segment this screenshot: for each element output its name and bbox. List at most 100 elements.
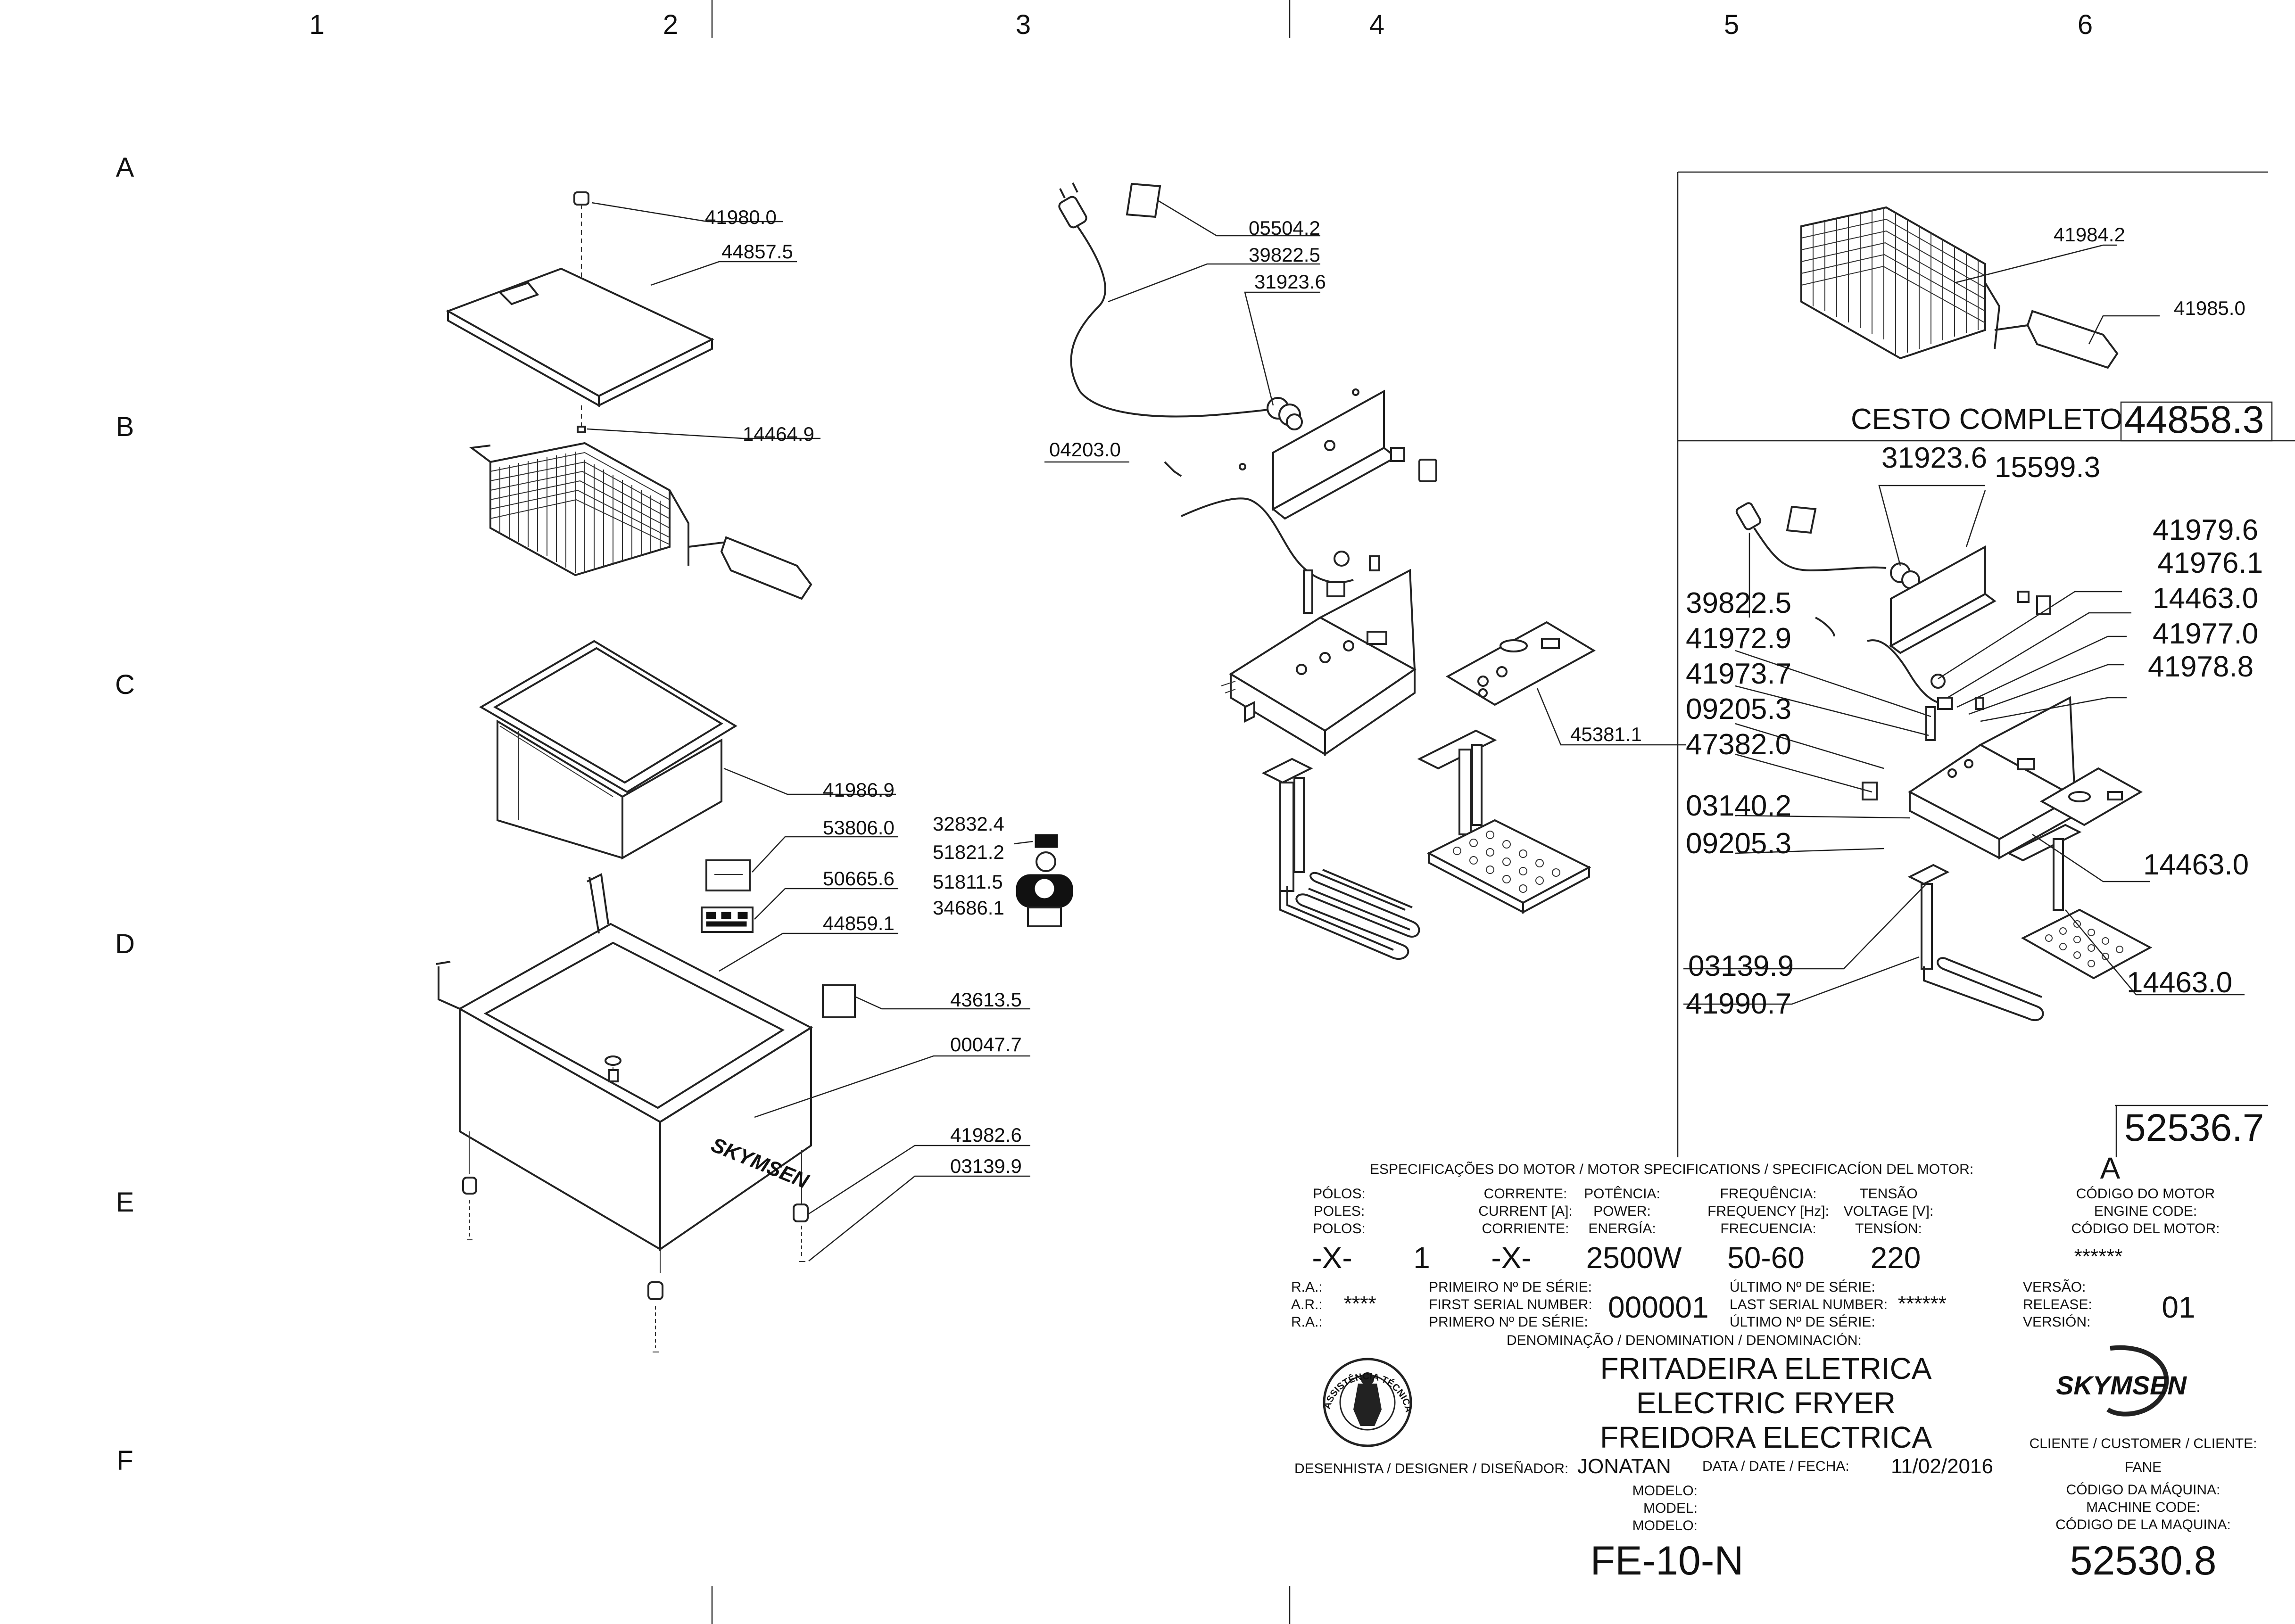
wire-short-drawing	[1164, 461, 1182, 477]
power-value: 2500W	[1586, 1241, 1682, 1275]
part-number-51811-5: 51811.5	[933, 871, 1003, 893]
model-label-pt: MODELO:	[1632, 1483, 1698, 1499]
denomination-label: DENOMINAÇÃO / DENOMINATION / DENOMINACIÓ…	[1507, 1332, 1862, 1348]
perforated-plate-drawing	[1426, 819, 1591, 914]
current-label-pt: CORRENTE:	[1484, 1186, 1567, 1202]
part-number-14464-9: 14464.9	[743, 423, 814, 445]
version-value: 01	[2162, 1290, 2195, 1324]
grid-col-2: 2	[663, 9, 678, 40]
drawing-code: 52536.7	[2124, 1106, 2264, 1149]
front-panel-drawing	[1445, 621, 1596, 706]
current-value: 1	[1413, 1241, 1430, 1275]
last-serial-label-pt: ÚLTIMO Nº DE SÉRIE:	[1730, 1279, 1875, 1295]
grid-col-5: 5	[1724, 9, 1739, 40]
fryer-cabinet-drawing: SKYMSEN	[436, 873, 813, 1352]
assembly-part-15599-3: 15599.3	[1995, 451, 2100, 484]
lid-drawing	[446, 267, 714, 433]
machine-code-label-en: MACHINE CODE:	[2086, 1500, 2200, 1515]
customer-label: CLIENTE / CUSTOMER / CLIENTE:	[2030, 1436, 2257, 1451]
power-cord-drawing	[1058, 182, 1274, 418]
part-number-44859-1: 44859.1	[823, 912, 895, 934]
part-number-32832-4: 32832.4	[933, 813, 1004, 835]
brand-logo: SKYMSEN	[2056, 1345, 2187, 1417]
machine-code-value: 52530.8	[2070, 1538, 2217, 1583]
middle-exploded-view: 05504.2 39822.5 31923.6 04203.0 45381.1 …	[933, 182, 1686, 960]
engine-code-label-es: CÓDIGO DEL MOTOR:	[2071, 1221, 2220, 1237]
poles-value: -X-	[1312, 1241, 1352, 1275]
first-serial-label-en: FIRST SERIAL NUMBER:	[1429, 1297, 1592, 1312]
basket-complete-caption: CESTO COMPLETO	[1851, 403, 2123, 436]
voltage-label-pt: TENSÃO	[1859, 1186, 1917, 1202]
assembly-part-31923-6: 31923.6	[1881, 442, 1987, 474]
ra-label-pt: R.A.:	[1291, 1279, 1323, 1295]
part-number-51821-2: 51821.2	[933, 841, 1004, 863]
grid-frame: 1 2 3 4 5 6 A B C D E F	[115, 0, 2093, 1624]
date-label: DATA / DATE / FECHA:	[1702, 1459, 1849, 1474]
element-supports-drawing	[1261, 729, 1497, 892]
current-label-en: CURRENT [A]:	[1478, 1204, 1572, 1219]
part-number-53806-0: 53806.0	[823, 816, 895, 839]
first-serial-label-es: PRIMERO Nº DE SÉRIE:	[1429, 1314, 1588, 1330]
mounting-bracket-drawing	[1239, 388, 1437, 520]
part-number-41982-6: 41982.6	[950, 1124, 1022, 1146]
last-serial-value: ******	[1898, 1292, 1947, 1315]
version-label-es: VERSIÓN:	[2023, 1314, 2090, 1330]
brand-logo-text: SKYMSEN	[2056, 1370, 2187, 1400]
oil-pan-drawing	[479, 640, 737, 860]
model-value: FE-10-N	[1591, 1538, 1744, 1583]
right-assembly-drawing	[1735, 502, 2153, 1022]
power-label-pt: POTÊNCIA:	[1584, 1186, 1660, 1202]
part-number-39822-5: 39822.5	[1249, 244, 1320, 266]
part-number-43613-5: 43613.5	[950, 989, 1022, 1011]
assembly-part-41973-7: 41973.7	[1686, 658, 1791, 690]
poles-label-en: POLES:	[1314, 1204, 1365, 1219]
frequency-value: 50-60	[1727, 1241, 1805, 1275]
lid-knob-drawing	[573, 191, 589, 325]
warning-labels-drawing	[701, 859, 856, 1018]
version-label-en: RELEASE:	[2023, 1297, 2092, 1312]
assembly-part-41990-7: 41990.7	[1686, 988, 1791, 1020]
grid-row-f: F	[116, 1445, 133, 1476]
revision-letter: A	[2100, 1151, 2121, 1185]
grid-row-e: E	[116, 1187, 134, 1218]
grid-row-a: A	[116, 152, 134, 183]
part-number-50665-6: 50665.6	[823, 867, 895, 890]
assembly-part-41972-9: 41972.9	[1686, 622, 1791, 655]
current-label-es: CORRIENTE:	[1482, 1221, 1569, 1237]
left-leaders	[587, 202, 1030, 1261]
power-label-en: POWER:	[1593, 1204, 1651, 1219]
motor-spec-header: ESPECIFICAÇÕES DO MOTOR / MOTOR SPECIFIC…	[1370, 1161, 1973, 1177]
version-label-pt: VERSÃO:	[2023, 1279, 2086, 1295]
engine-code-label-pt: CÓDIGO DO MOTOR	[2076, 1186, 2215, 1202]
basket-code-box	[2120, 401, 2273, 442]
middle-leaders	[1013, 199, 1686, 845]
grid-col-6: 6	[2078, 9, 2093, 40]
assembly-part-03140-2: 03140.2	[1686, 790, 1791, 822]
decals-drawing	[1016, 834, 1073, 927]
part-number-03139-9: 03139.9	[950, 1155, 1022, 1177]
denomination-es: FREIDORA ELECTRICA	[1600, 1420, 1932, 1454]
voltage-label-en: VOLTAGE [V]:	[1844, 1204, 1934, 1219]
engine-code-value: ******	[2074, 1245, 2123, 1268]
right-leaders	[1683, 485, 2245, 1005]
power-label-es: ENERGÍA:	[1588, 1221, 1656, 1237]
frequency-label-es: FRECUENCIA:	[1720, 1221, 1816, 1237]
assembly-part-09205-3-a: 09205.3	[1686, 693, 1791, 725]
model-label-es: MODELO:	[1632, 1518, 1698, 1533]
assembly-part-03139-9: 03139.9	[1688, 950, 1794, 982]
ra-label-en: A.R.:	[1291, 1297, 1323, 1312]
grid-row-d: D	[115, 929, 135, 959]
poles-label-es: POLOS:	[1313, 1221, 1366, 1237]
assembly-part-14463-0-a: 14463.0	[2153, 582, 2258, 615]
voltage-label-es: TENSÍON:	[1855, 1221, 1922, 1237]
assembly-part-14463-0-b: 14463.0	[2143, 849, 2249, 881]
part-number-05504-2: 05504.2	[1249, 217, 1320, 239]
ra-label-es: R.A.:	[1291, 1314, 1323, 1330]
first-serial-value: 000001	[1608, 1290, 1709, 1324]
denomination-en: ELECTRIC FRYER	[1636, 1386, 1896, 1420]
assembly-part-41979-6: 41979.6	[2153, 514, 2258, 546]
assembly-part-41977-0: 41977.0	[2153, 618, 2258, 650]
part-number-00047-7: 00047.7	[950, 1033, 1022, 1055]
assembly-part-09205-3-b: 09205.3	[1686, 827, 1791, 860]
